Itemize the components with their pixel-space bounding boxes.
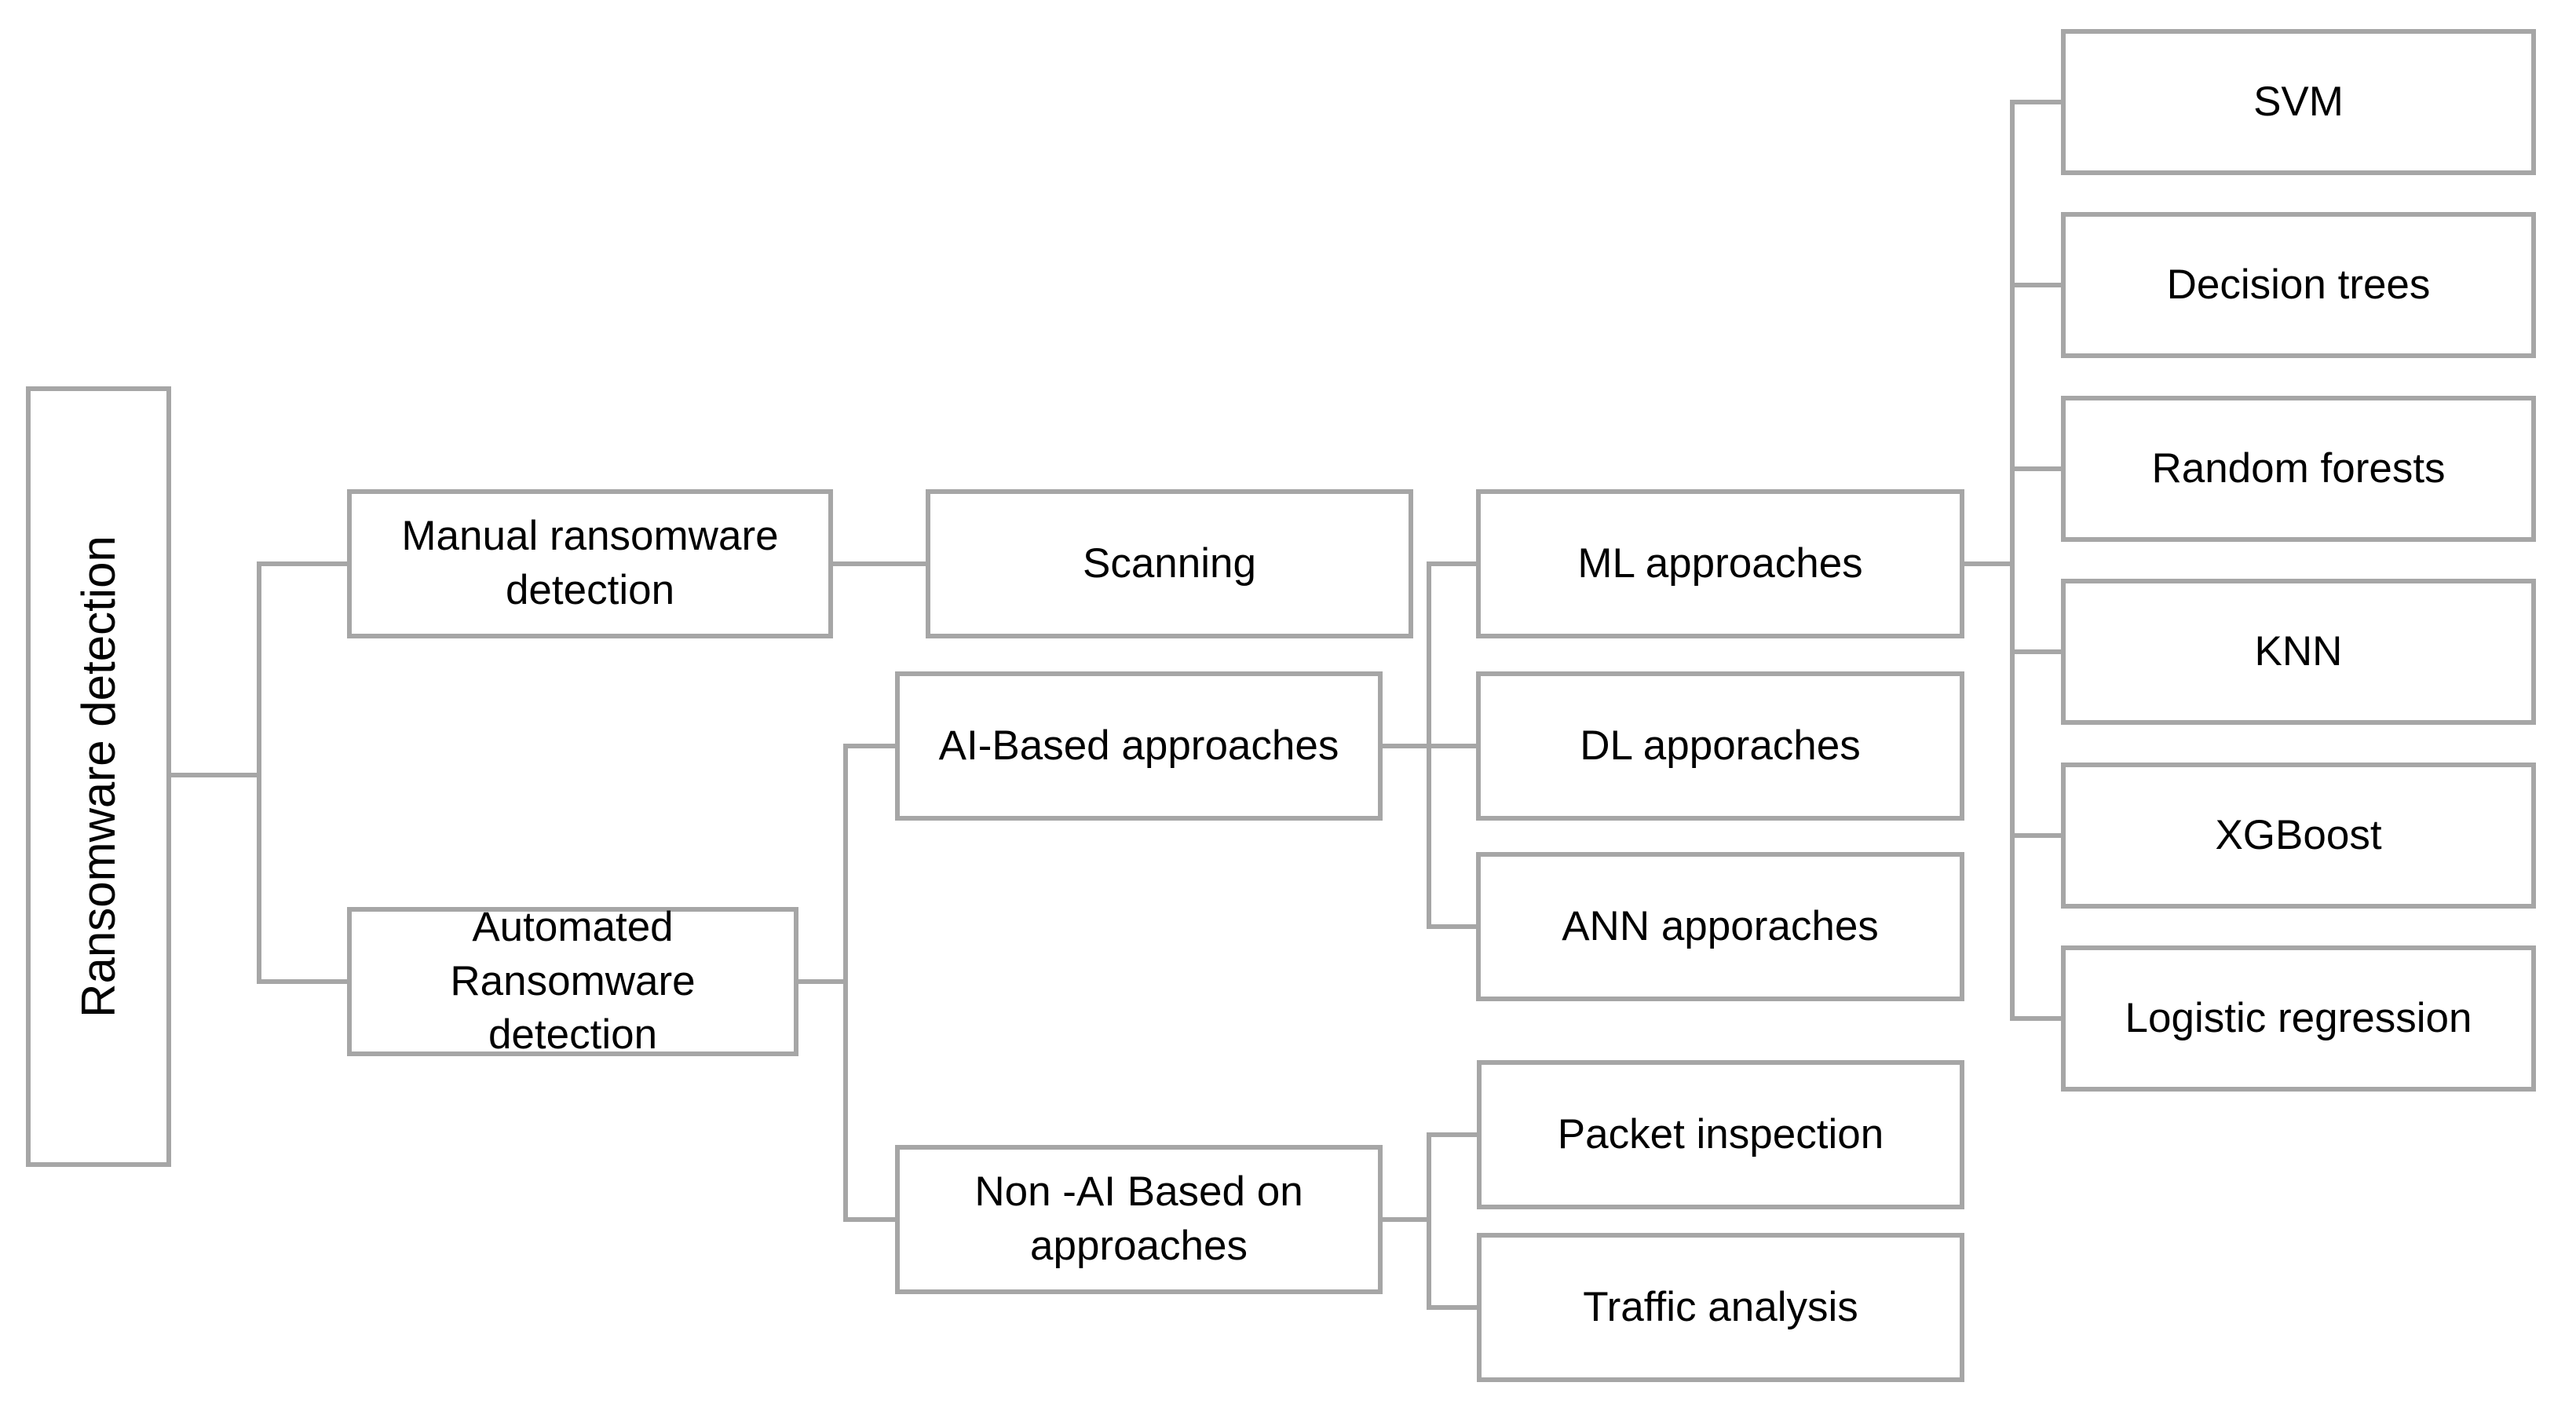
connector-to-packet-inspection	[1427, 1132, 1477, 1137]
connector-ml-trunk	[1964, 561, 2015, 566]
node-ransomware-detection-label: Ransomware detection	[71, 536, 125, 1018]
node-knn-label: KNN	[2254, 627, 2343, 675]
node-traffic-label: Traffic analysis	[1583, 1283, 1858, 1330]
connector-to-logistic-regression	[2010, 1016, 2061, 1021]
node-automated-ransomware-detection: Automated Ransomware detection	[347, 904, 798, 1058]
connector-to-xgboost	[2010, 833, 2061, 838]
connector-to-traffic-analysis	[1427, 1305, 1477, 1310]
connector-trunk-automated-children	[843, 744, 848, 1222]
node-packet-label: Packet inspection	[1557, 1110, 1884, 1157]
node-dl-approaches: DL apporaches	[1476, 671, 1964, 821]
connector-to-random-forests	[2010, 466, 2061, 471]
node-ransomware-detection: Ransomware detection	[26, 386, 171, 1167]
node-decision-trees: Decision trees	[2061, 212, 2536, 358]
node-svm-label: SVM	[2253, 78, 2344, 125]
connector-to-manual	[257, 561, 347, 566]
node-non-ai-label: Non -AI Based on approaches	[974, 1168, 1303, 1269]
connector-trunk-non-ai-children	[1427, 1132, 1431, 1310]
node-automated-label: Automated Ransomware detection	[450, 903, 696, 1059]
connector-ai-based-trunk	[1383, 744, 1431, 748]
node-scanning-label: Scanning	[1082, 539, 1256, 587]
node-logistic-regression-label: Logistic regression	[2125, 994, 2472, 1041]
node-xgboost: XGBoost	[2061, 763, 2536, 909]
node-manual-ransomware-detection: Manual ransomware detection	[347, 489, 833, 638]
connector-root-trunk	[171, 773, 261, 777]
connector-trunk-ml-children	[2010, 100, 2015, 1021]
node-ai-based-label: AI-Based approaches	[938, 722, 1339, 769]
node-knn: KNN	[2061, 579, 2536, 725]
node-xgboost-label: XGBoost	[2215, 811, 2382, 858]
connector-to-automated	[257, 979, 347, 984]
node-ai-based-approaches: AI-Based approaches	[895, 671, 1383, 821]
connector-to-decision-trees	[2010, 283, 2061, 287]
node-random-forests-label: Random forests	[2151, 444, 2446, 492]
connector-to-ann	[1427, 924, 1476, 929]
connector-to-non-ai	[843, 1217, 895, 1222]
connector-manual-scanning	[833, 561, 926, 566]
connector-automated-trunk	[798, 979, 848, 984]
node-non-ai-based-approaches: Non -AI Based on approaches	[895, 1145, 1383, 1294]
connector-non-ai-trunk	[1383, 1217, 1431, 1222]
connector-trunk-level1	[257, 561, 261, 984]
node-traffic-analysis: Traffic analysis	[1477, 1233, 1964, 1382]
connector-to-svm	[2010, 100, 2061, 104]
node-packet-inspection: Packet inspection	[1477, 1060, 1964, 1209]
node-ml-label: ML approaches	[1577, 539, 1863, 587]
node-ml-approaches: ML approaches	[1476, 489, 1964, 638]
connector-to-ai-based	[843, 744, 895, 748]
node-svm: SVM	[2061, 29, 2536, 175]
node-ann-approaches: ANN apporaches	[1476, 852, 1964, 1001]
node-scanning: Scanning	[926, 489, 1413, 638]
node-random-forests: Random forests	[2061, 396, 2536, 542]
node-manual-label: Manual ransomware detection	[401, 513, 779, 613]
connector-to-ml	[1427, 561, 1476, 566]
node-ann-label: ANN apporaches	[1562, 902, 1879, 949]
node-decision-trees-label: Decision trees	[2166, 261, 2431, 308]
connector-to-dl	[1427, 744, 1476, 748]
connector-to-knn	[2010, 649, 2061, 654]
node-logistic-regression: Logistic regression	[2061, 945, 2536, 1092]
node-dl-label: DL apporaches	[1580, 722, 1861, 769]
